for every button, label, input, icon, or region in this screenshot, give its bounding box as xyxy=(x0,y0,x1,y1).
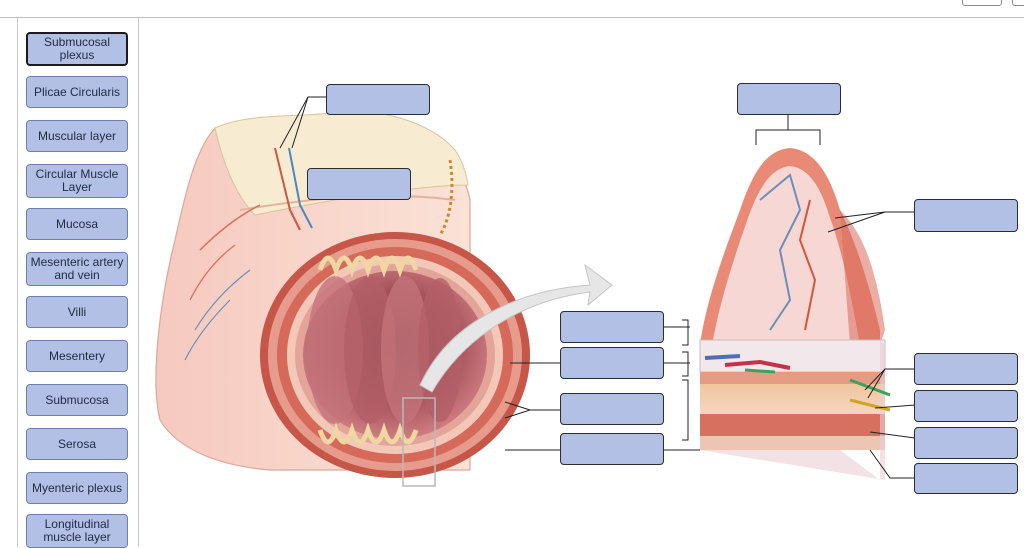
magnify-arrow xyxy=(419,263,613,393)
label-circular-muscle-layer[interactable]: Circular Muscle Layer xyxy=(26,164,128,198)
top-divider xyxy=(0,17,1024,18)
drop-zone[interactable] xyxy=(914,390,1018,422)
label-serosa[interactable]: Serosa xyxy=(26,428,128,460)
drop-zone[interactable] xyxy=(914,353,1018,385)
label-submucosa[interactable]: Submucosa xyxy=(26,384,128,416)
villus-block-detail xyxy=(699,148,891,480)
drop-zone[interactable] xyxy=(914,463,1018,494)
drop-zone[interactable] xyxy=(737,83,841,115)
label-muscular-layer[interactable]: Muscular layer xyxy=(26,120,128,152)
label-mesenteric-artery-and-vein[interactable]: Mesenteric artery and vein xyxy=(26,252,128,286)
drop-zone[interactable] xyxy=(914,199,1018,232)
drop-zone[interactable] xyxy=(914,427,1018,459)
label-mucosa[interactable]: Mucosa xyxy=(26,208,128,240)
label-myenteric-plexus[interactable]: Myenteric plexus xyxy=(26,472,128,504)
intestine-cross-section xyxy=(260,232,530,487)
drop-zone[interactable] xyxy=(326,84,430,115)
label-villi[interactable]: Villi xyxy=(26,296,128,328)
drop-zone[interactable] xyxy=(307,168,411,200)
drop-zone[interactable] xyxy=(560,347,664,379)
label-plicae-circularis[interactable]: Plicae Circularis xyxy=(26,76,128,108)
label-submucosal-plexus[interactable]: Submucosal plexus xyxy=(26,32,128,66)
drop-zone[interactable] xyxy=(560,311,664,343)
label-mesentery[interactable]: Mesentery xyxy=(26,340,128,372)
drop-zone[interactable] xyxy=(560,433,664,465)
toolbar-button[interactable] xyxy=(962,0,1002,6)
label-longitudinal-muscle-layer[interactable]: Longitudinal muscle layer xyxy=(26,514,128,548)
leader-lines xyxy=(279,96,916,479)
label-bank: Submucosal plexus Plicae Circularis Musc… xyxy=(17,18,139,548)
toolbar-button[interactable] xyxy=(1012,0,1024,6)
drop-zone[interactable] xyxy=(560,393,664,425)
